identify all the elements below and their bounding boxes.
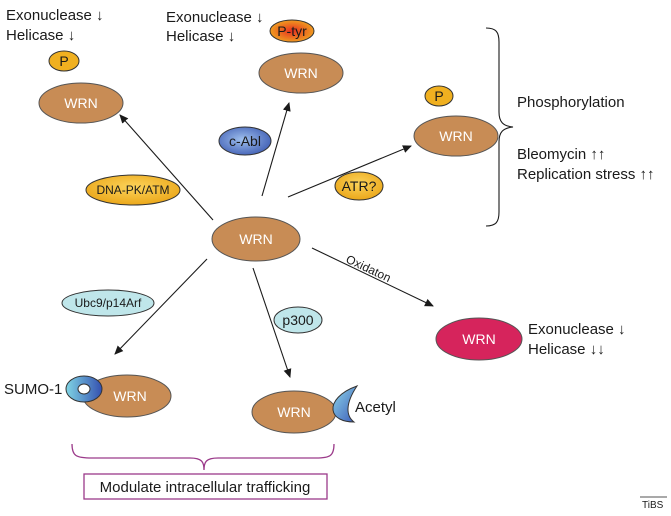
acetyl-crescent xyxy=(332,385,359,423)
dnapk-atm-bubble-label: DNA-PK/ATM xyxy=(96,183,169,197)
ptyr-bubble xyxy=(269,19,315,43)
oxidized-exonuclease-label: Exonuclease ↓ xyxy=(528,321,626,338)
phosphorylation-label: Phosphorylation xyxy=(517,94,625,111)
atr-bubble-label: ATR? xyxy=(342,178,377,194)
wrn-topleft xyxy=(38,82,124,124)
wrn-acetyl-label: WRN xyxy=(277,404,310,420)
p300-bubble xyxy=(273,306,323,334)
bottom-curly-brace xyxy=(71,443,335,471)
trafficking-box xyxy=(83,473,328,500)
right-curly-brace xyxy=(485,27,514,227)
ubc9-p14arf-bubble-label: Ubc9/p14Arf xyxy=(75,296,142,310)
arrow-to-oxidized-wrn xyxy=(311,247,434,307)
wrn-right-label: WRN xyxy=(439,128,472,144)
dnapk-atm-bubble xyxy=(85,174,181,206)
wrn-oxidized-label: WRN xyxy=(462,331,495,347)
sumo-bubble-core xyxy=(77,383,91,395)
wrn-sumo-label: WRN xyxy=(113,388,146,404)
atr-bubble xyxy=(334,171,384,201)
arrow-to-ptyr-wrn xyxy=(261,102,291,197)
bleomycin-label: Bleomycin ↑↑ xyxy=(517,146,605,163)
sumo-label: SUMO-1 xyxy=(4,381,62,398)
wrn-right xyxy=(413,115,499,157)
phospho-bubble-right-label: P xyxy=(434,88,443,104)
arrow-to-acetyl-wrn xyxy=(252,267,292,378)
arrow-to-phospho-wrn xyxy=(287,145,412,198)
wrn-top-label: WRN xyxy=(284,65,317,81)
wrn-center xyxy=(211,216,301,262)
wrn-topleft-label: WRN xyxy=(64,95,97,111)
cabl-bubble xyxy=(218,126,272,156)
arrow-to-p-wrn xyxy=(119,114,214,221)
top-center-exonuclease-label: Exonuclease ↓ xyxy=(166,9,264,26)
wrn-top xyxy=(258,52,344,94)
ptyr-bubble-label: P-tyr xyxy=(277,23,307,39)
phospho-bubble-right xyxy=(424,85,454,107)
arrow-to-sumo-wrn xyxy=(114,258,208,355)
ubc9-p14arf-bubble xyxy=(61,289,155,317)
wrn-oxidized xyxy=(435,317,523,361)
trafficking-label: Modulate intracellular trafficking xyxy=(100,479,311,496)
wrn-center-label: WRN xyxy=(239,231,272,247)
cabl-bubble-label: c-Abl xyxy=(229,133,261,149)
top-left-helicase-label: Helicase ↓ xyxy=(6,27,75,44)
oxidation-label: Oxidaton xyxy=(344,252,393,285)
oxidized-helicase-label: Helicase ↓↓ xyxy=(528,341,605,358)
tibs-logo: TiBS xyxy=(642,500,664,511)
p300-bubble-label: p300 xyxy=(282,312,313,328)
phospho-bubble-topleft-label: P xyxy=(59,53,68,69)
top-center-helicase-label: Helicase ↓ xyxy=(166,28,235,45)
acetyl-label: Acetyl xyxy=(355,399,396,416)
arrows xyxy=(114,102,434,378)
phospho-bubble-topleft xyxy=(48,50,80,72)
top-left-exonuclease-label: Exonuclease ↓ xyxy=(6,7,104,24)
replication-stress-label: Replication stress ↑↑ xyxy=(517,166,655,183)
